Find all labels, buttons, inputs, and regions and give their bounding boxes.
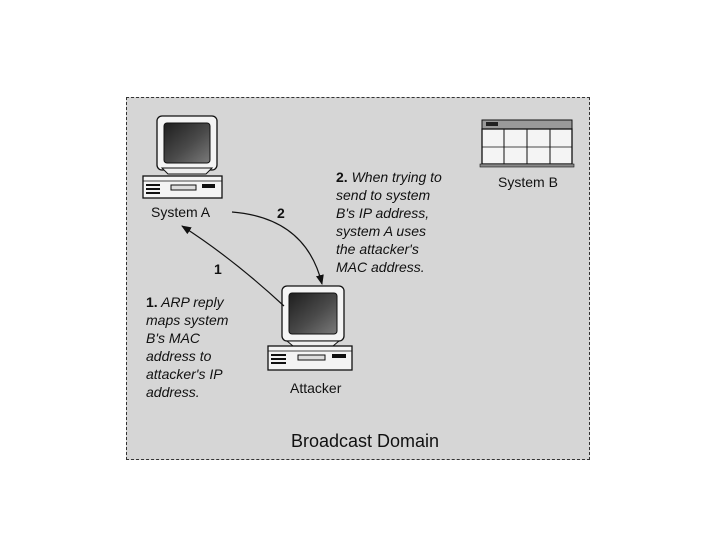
system-a-computer-icon (142, 115, 223, 199)
system-a-label: System A (151, 204, 211, 220)
step-2-note: 2. When trying to send to system B's IP … (336, 168, 442, 276)
attacker-computer-icon (267, 285, 353, 371)
note-2-line: send to system (336, 187, 431, 203)
step-1-note: 1. ARP reply maps system B's MAC address… (146, 293, 228, 401)
system-b-label: System B (498, 174, 558, 190)
note-1-line: B's MAC (146, 330, 201, 346)
note-1-line: address. (146, 384, 200, 400)
arrow-2-number: 2 (277, 205, 285, 221)
note-2-line: system A uses (336, 223, 426, 239)
note-2-line: MAC address. (336, 259, 425, 275)
note-2-number: 2. (336, 169, 348, 185)
system-b-server-icon (479, 119, 575, 168)
note-1-number: 1. (146, 294, 158, 310)
note-2-line: the attacker's (336, 241, 419, 257)
note-1-line: address to (146, 348, 212, 364)
note-1-line: attacker's IP (146, 366, 223, 382)
arrow-step-1 (181, 225, 285, 307)
arrow-step-2 (231, 211, 324, 285)
arrow-1-number: 1 (214, 261, 222, 277)
note-1-line: ARP reply (161, 294, 224, 310)
note-2-line: When trying to (351, 169, 442, 185)
note-2-line: B's IP address, (336, 205, 430, 221)
broadcast-domain-label: Broadcast Domain (291, 431, 440, 451)
note-1-line: maps system (146, 312, 229, 328)
attacker-label: Attacker (290, 380, 342, 396)
